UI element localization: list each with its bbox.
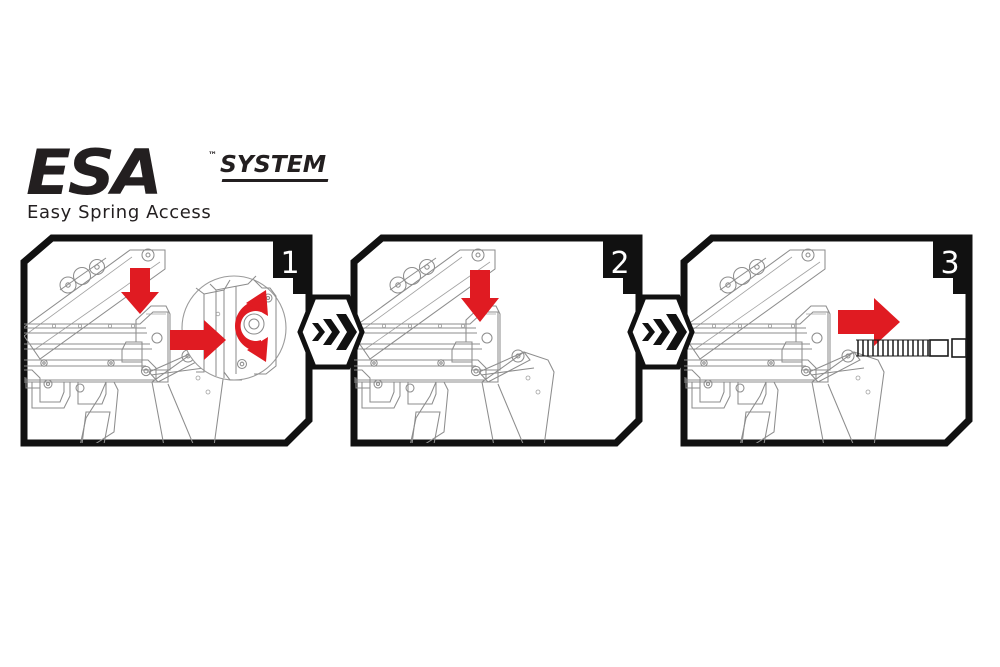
- arrow-up-red: [121, 268, 159, 314]
- step-number-badge: 3: [933, 238, 969, 294]
- esa-logo: ESA ™ SYSTEM Easy Spring Access: [26, 142, 329, 228]
- arrow-down-red: [461, 270, 499, 322]
- logo-system-word: SYSTEM: [220, 152, 327, 178]
- step-number-badge: 1: [273, 238, 309, 294]
- spring-end-cap: [951, 338, 967, 358]
- trademark-symbol: ™: [208, 151, 217, 161]
- logo-tagline: Easy Spring Access: [27, 202, 212, 223]
- panel-step-2: 2: [348, 232, 643, 447]
- arrow-right-red: [838, 298, 900, 346]
- upper-rail-assembly: [684, 248, 826, 360]
- receiver-body: [684, 311, 829, 383]
- panel-artwork: [354, 248, 555, 443]
- step-number-text: 3: [940, 246, 959, 281]
- logo-wordmark: ESA: [26, 136, 163, 209]
- triple-chevron-right-icon: [642, 314, 687, 350]
- arrow-right-red: [170, 320, 226, 360]
- hinged-stock-arm: [808, 349, 885, 443]
- instruction-step-strip: 1: [0, 232, 1000, 447]
- magnifier-inset: [181, 275, 287, 381]
- panel-frame: [350, 234, 643, 447]
- connector-hexagon: [297, 294, 365, 370]
- triple-chevron-right-icon: [312, 314, 357, 350]
- step-number-text: 2: [610, 246, 629, 281]
- hinged-stock-arm: [478, 349, 555, 443]
- receiver-body: [354, 311, 499, 383]
- spring-cover-block: [781, 305, 831, 371]
- panel-artwork: [24, 248, 287, 443]
- arrow-rotate-red: [234, 290, 268, 362]
- connector-hexagon: [627, 294, 695, 370]
- panel-step-3: 3: [678, 232, 973, 447]
- connector-1: [296, 292, 366, 372]
- recoil-spring-assembly: [856, 338, 967, 358]
- receiver-body: [24, 311, 169, 383]
- spring-guide-rod: [929, 339, 949, 357]
- logo-underline-rule: [221, 179, 329, 182]
- step-number-badge: 2: [603, 238, 639, 294]
- upper-rail-assembly: [354, 248, 496, 360]
- step-number-text: 1: [280, 246, 299, 281]
- connector-2: [626, 292, 696, 372]
- panel-step-1: 1: [18, 232, 313, 447]
- spring-cover-block: [121, 305, 171, 371]
- panel-artwork: [684, 248, 967, 443]
